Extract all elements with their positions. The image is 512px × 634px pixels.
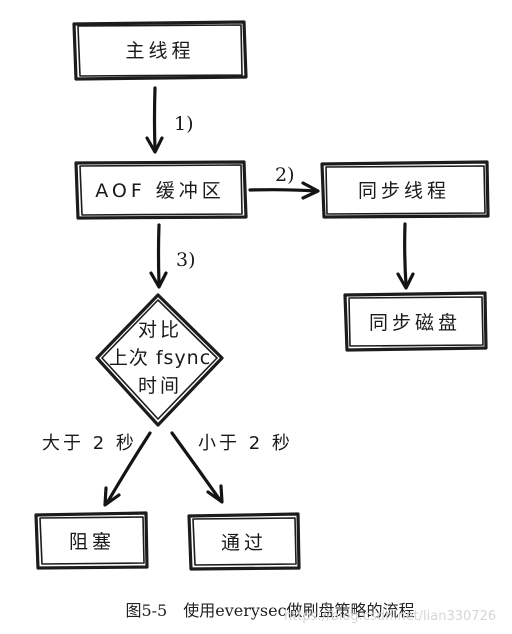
decision-line2: 上次 fsync (109, 347, 211, 369)
node-aof-buffer-label: AOF 缓冲区 (95, 180, 225, 202)
decision-line3: 时间 (138, 375, 182, 397)
node-block-label: 阻塞 (69, 531, 115, 553)
node-block: 阻塞 (34, 511, 149, 570)
edge-lt-2s-label: 小于 2 秒 (198, 433, 293, 454)
node-sync-disk: 同步磁盘 (343, 291, 488, 352)
node-sync-disk-label: 同步磁盘 (369, 312, 461, 334)
edge-step3-label: 3) (176, 249, 196, 271)
node-pass: 通过 (187, 512, 301, 571)
edge-sync-thread-to-disk (396, 222, 415, 290)
node-decision: 对比 上次 fsync 时间 (95, 293, 224, 427)
node-main-thread: 主线程 (72, 20, 248, 81)
edge-step1-label: 1) (174, 113, 194, 135)
node-aof-buffer: AOF 缓冲区 (74, 160, 248, 220)
decision-line1: 对比 (138, 319, 182, 341)
node-pass-label: 通过 (221, 532, 267, 554)
node-main-thread-label: 主线程 (125, 40, 194, 62)
edge-decision-to-pass (170, 431, 224, 504)
edge-gt-2s-label: 大于 2 秒 (42, 433, 137, 454)
figure-caption: 图5-5 使用everysec做刷盘策略的流程 (125, 601, 414, 620)
edge-decision-to-block (103, 431, 152, 507)
edge-step2-label: 2) (275, 164, 295, 186)
edge-buffer-to-sync-thread (248, 181, 320, 200)
edge-main-to-buffer (145, 86, 164, 154)
edge-buffer-to-decision (149, 223, 168, 289)
node-sync-thread: 同步线程 (320, 160, 490, 219)
watermark: https://blog.csdn.net/lian330726 (284, 609, 496, 624)
node-sync-thread-label: 同步线程 (358, 180, 450, 202)
